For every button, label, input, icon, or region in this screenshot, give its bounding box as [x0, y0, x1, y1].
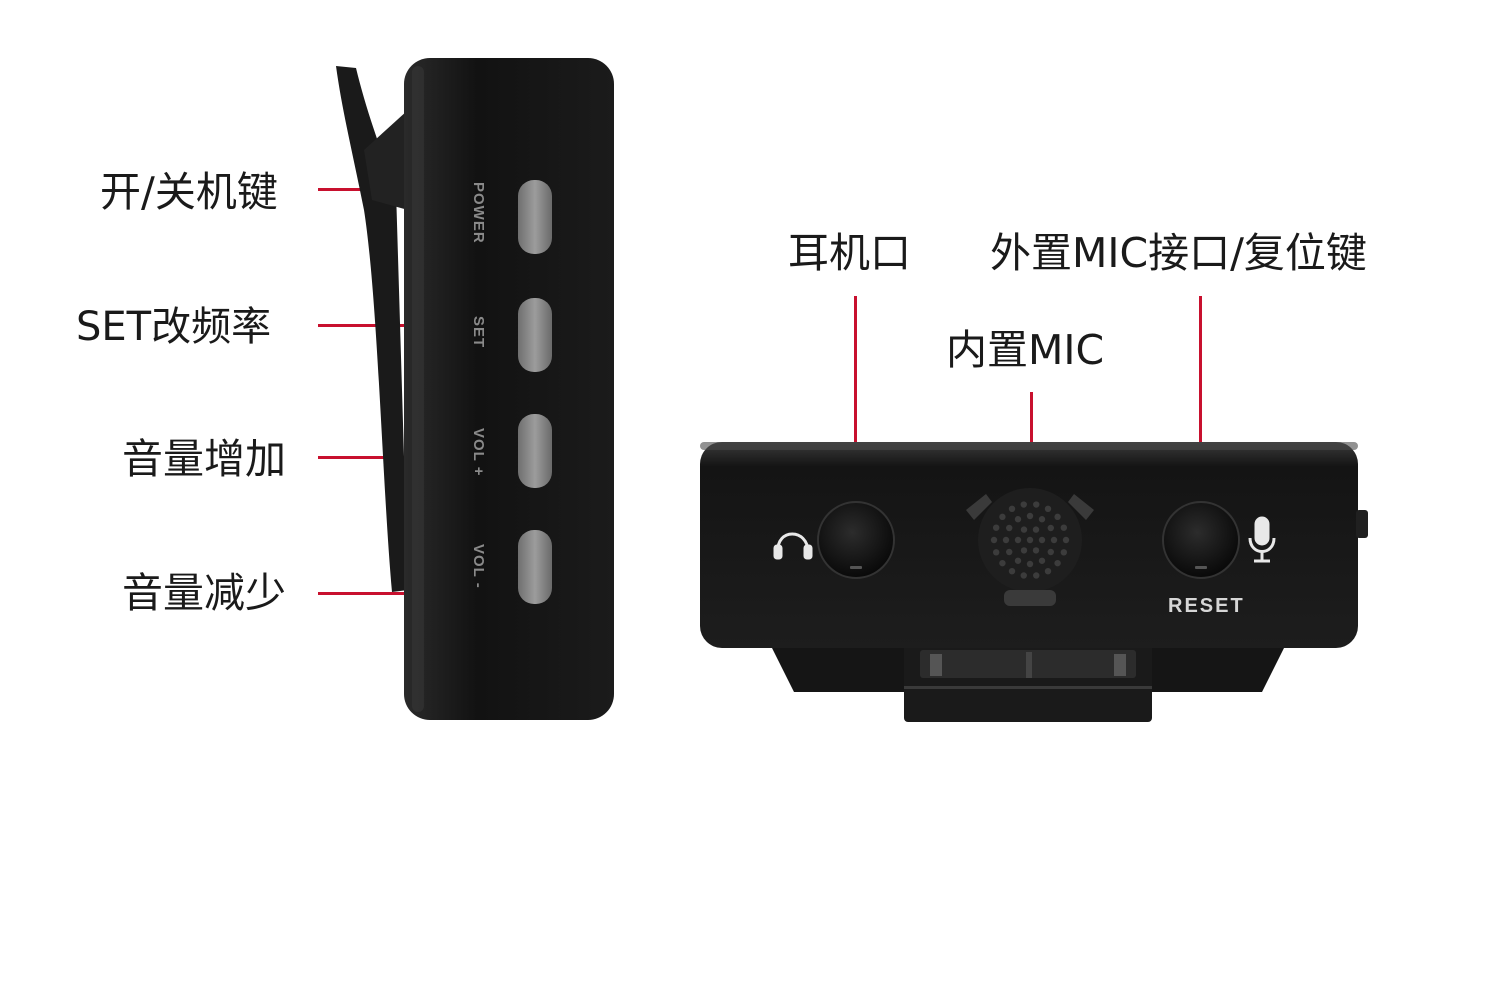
headphone-icon [773, 532, 813, 560]
label-headphone-port: 耳机口 [788, 229, 911, 277]
power-button-text: POWER [470, 182, 487, 244]
mic-grille-hole [1050, 536, 1058, 544]
microphone-icon [1248, 516, 1276, 563]
leader-line-headphone [854, 296, 857, 478]
power-button [518, 180, 552, 254]
set-button [518, 298, 552, 372]
mic-grille-hole [1054, 513, 1061, 521]
vol-down-button-text: VOL - [470, 544, 487, 589]
headphone-jack [817, 501, 895, 579]
mic-grille-hole [999, 513, 1006, 521]
device-side-body [404, 58, 614, 720]
vol-up-button-text: VOL + [470, 428, 487, 477]
leader-line-external-mic [1199, 296, 1202, 478]
mic-grille-hole [1014, 536, 1022, 544]
mic-grille-hole [1006, 548, 1013, 556]
leader-line-internal-mic [1030, 392, 1033, 478]
mic-grille-hole [1026, 512, 1034, 520]
clip-hinge [364, 110, 408, 210]
leader-line-vol-up [318, 456, 404, 459]
mic-grille-hole [992, 549, 1000, 556]
mic-grille-hole [1014, 557, 1022, 564]
mic-grille-hole [1060, 524, 1068, 531]
mic-grille-hole [990, 536, 998, 544]
mic-grille-hole [999, 559, 1006, 567]
leader-line-set [318, 324, 404, 327]
mic-grille-hole [992, 524, 1000, 531]
mic-grille-hole [1044, 505, 1052, 513]
mic-grille-hole [1047, 524, 1054, 532]
set-button-text: SET [470, 316, 487, 348]
mic-grille-hole [1006, 524, 1013, 532]
label-internal-mic: 内置MIC [946, 326, 1105, 374]
mic-grille-hole [1038, 536, 1046, 544]
label-external-mic-reset: 外置MIC接口/复位键 [990, 229, 1367, 277]
mic-grille-hole [1026, 536, 1034, 544]
mic-grille-hole [1020, 501, 1027, 508]
mic-grille-hole [1033, 501, 1040, 508]
mic-grille-hole [1062, 536, 1070, 544]
vol-up-button [518, 414, 552, 488]
mic-grille-hole [1047, 548, 1054, 556]
mic-grille-hole [1020, 572, 1027, 579]
internal-mic-grille [966, 488, 1094, 606]
mic-grille-hole [1038, 516, 1046, 523]
mic-grille-hole [1014, 516, 1022, 523]
mic-grille-hole [1038, 557, 1046, 564]
external-mic-jack [1162, 501, 1240, 579]
mic-grille-hole [1002, 536, 1010, 544]
leader-line-vol-down [318, 592, 404, 595]
mic-grille-hole [1054, 559, 1061, 567]
mic-grille-hole [1032, 526, 1040, 533]
vol-down-button [518, 530, 552, 604]
mic-grille-hole [1060, 549, 1068, 556]
mic-grille-hole [1020, 526, 1028, 533]
mic-grille-hole [1032, 547, 1040, 554]
label-volume-up: 音量增加 [122, 435, 286, 483]
mic-grille-hole [1026, 560, 1034, 568]
mic-grille-hole [1044, 567, 1052, 575]
mic-grille-hole [1008, 567, 1016, 575]
reset-text: RESET [1168, 595, 1245, 617]
label-power-key: 开/关机键 [100, 168, 278, 216]
mic-grille-hole [1020, 547, 1028, 554]
mic-grille-hole [1033, 572, 1040, 579]
label-set-frequency: SET改频率 [76, 304, 272, 350]
label-volume-down: 音量减少 [122, 569, 286, 617]
mic-grille-hole [1008, 505, 1016, 513]
